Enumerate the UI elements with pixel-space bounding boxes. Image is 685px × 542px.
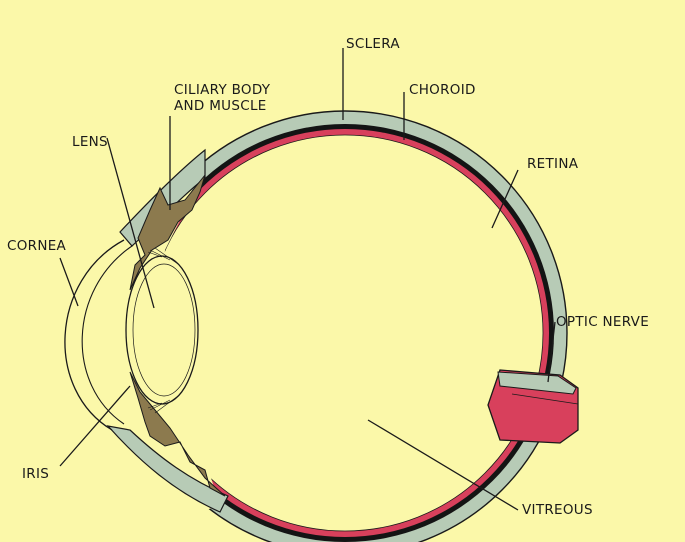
label-optic-nerve: OPTIC NERVE <box>556 314 649 330</box>
label-ciliary-line1: CILIARY BODY <box>174 82 271 98</box>
label-retina: RETINA <box>527 156 579 172</box>
lens <box>126 256 198 404</box>
label-cornea: CORNEA <box>7 238 67 254</box>
label-choroid: CHOROID <box>409 82 476 98</box>
label-ciliary-line2: AND MUSCLE <box>174 98 267 114</box>
label-lens: LENS <box>72 134 108 150</box>
label-iris: IRIS <box>22 466 49 482</box>
label-vitreous: VITREOUS <box>522 502 593 518</box>
label-sclera: SCLERA <box>346 36 400 52</box>
